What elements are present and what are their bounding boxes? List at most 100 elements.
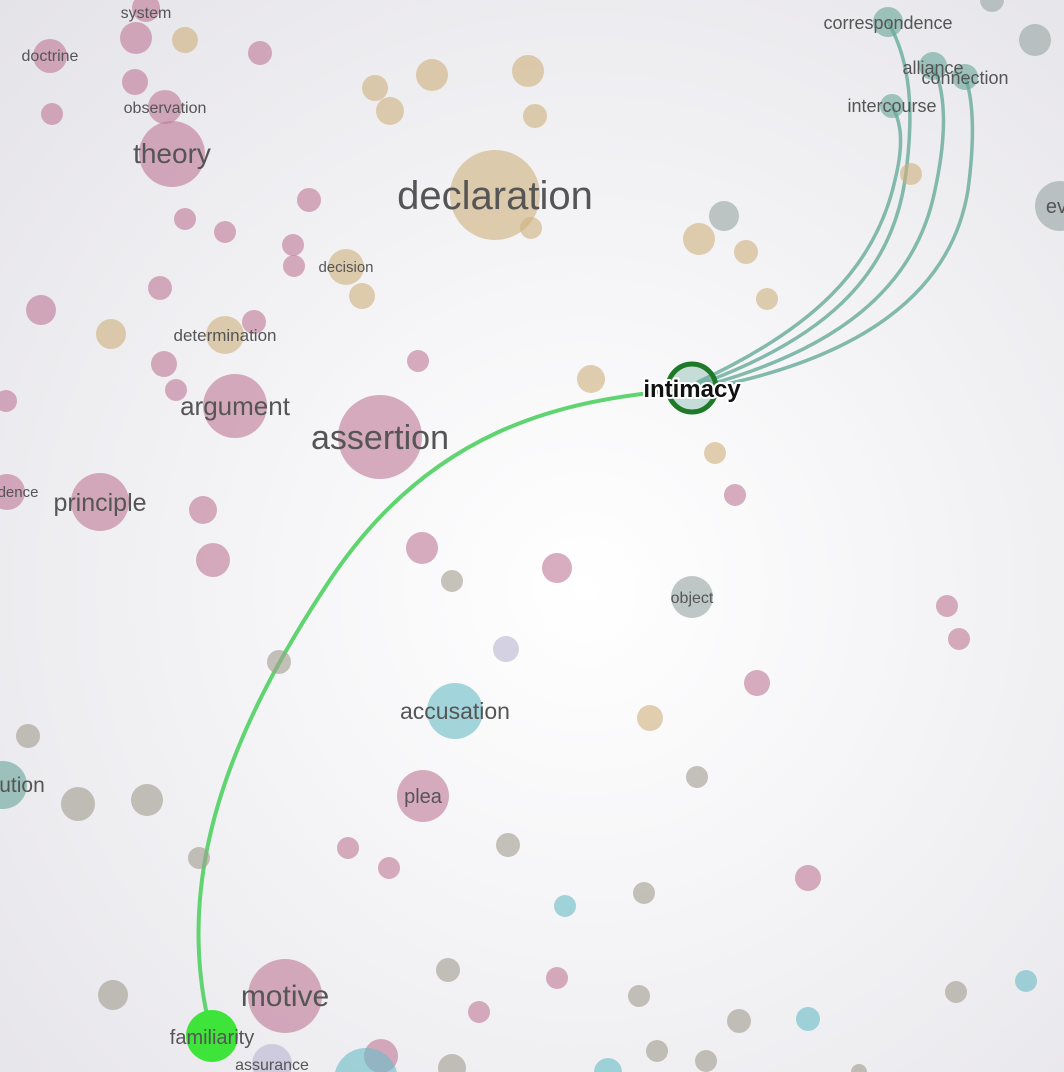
node-argument[interactable] [203,374,267,438]
graph-node[interactable] [26,295,56,325]
graph-node[interactable] [1015,970,1037,992]
node-determination[interactable] [206,316,244,354]
graph-node[interactable] [936,595,958,617]
graph-node[interactable] [349,283,375,309]
graph-node[interactable] [188,847,210,869]
node-system[interactable] [132,0,160,22]
node-correspondence[interactable] [873,7,903,37]
graph-node[interactable] [633,882,655,904]
graph-node[interactable] [297,188,321,212]
graph-node[interactable] [406,532,438,564]
node-assurance[interactable] [252,1044,292,1072]
node-doctrine[interactable] [33,39,67,73]
graph-node[interactable] [214,221,236,243]
node-intercourse[interactable] [880,94,904,118]
graph-node[interactable] [512,55,544,87]
graph-node[interactable] [242,310,266,334]
graph-node[interactable] [122,69,148,95]
graph-node[interactable] [637,705,663,731]
node-eve[interactable] [1035,181,1064,231]
node-plea[interactable] [397,770,449,822]
graph-node[interactable] [727,1009,751,1033]
graph-node[interactable] [438,1054,466,1072]
graph-node[interactable] [436,958,460,982]
edge-intimacy-familiarity [196,388,682,1038]
graph-node[interactable] [945,981,967,1003]
node-dence[interactable] [0,474,25,510]
graph-node[interactable] [148,276,172,300]
graph-node[interactable] [416,59,448,91]
graph-node[interactable] [131,784,163,816]
node-observation[interactable] [148,90,182,124]
graph-node[interactable] [734,240,758,264]
labels-layer: systemdoctrineobservationtheorydeclarati… [0,5,1064,1072]
label-system: system [121,5,172,22]
graph-node[interactable] [542,553,572,583]
graph-node[interactable] [61,787,95,821]
node-familiarity[interactable] [186,1010,238,1062]
graph-node[interactable] [16,724,40,748]
graph-node[interactable] [683,223,715,255]
graph-node[interactable] [900,163,922,185]
node-motive[interactable] [248,959,322,1033]
graph-node[interactable] [174,208,196,230]
node-connection[interactable] [952,64,978,90]
graph-node[interactable] [686,766,708,788]
graph-node[interactable] [468,1001,490,1023]
graph-node[interactable] [594,1058,622,1072]
graph-node[interactable] [96,319,126,349]
graph-node[interactable] [165,379,187,401]
graph-node[interactable] [496,833,520,857]
graph-node[interactable] [378,857,400,879]
graph-node[interactable] [554,895,576,917]
graph-node[interactable] [646,1040,668,1062]
graph-node[interactable] [120,22,152,54]
graph-node[interactable] [172,27,198,53]
graph-node[interactable] [493,636,519,662]
graph-node[interactable] [196,543,230,577]
node-object[interactable] [671,576,713,618]
graph-node[interactable] [441,570,463,592]
node-declaration[interactable] [450,150,540,240]
graph-node[interactable] [744,670,770,696]
graph-node[interactable] [704,442,726,464]
graph-node[interactable] [980,0,1004,12]
graph-node[interactable] [98,980,128,1010]
node-accusation[interactable] [427,683,483,739]
node-theory[interactable] [139,121,205,187]
graph-node[interactable] [795,865,821,891]
graph-node[interactable] [523,104,547,128]
graph-node[interactable] [41,103,63,125]
graph-node[interactable] [337,837,359,859]
graph-node[interactable] [407,350,429,372]
graph-node[interactable] [248,41,272,65]
graph-node[interactable] [546,967,568,989]
graph-node[interactable] [724,484,746,506]
node-intimacy[interactable] [665,361,719,415]
graph-node[interactable] [628,985,650,1007]
graph-node[interactable] [334,1048,398,1072]
graph-node[interactable] [851,1064,867,1072]
graph-node[interactable] [362,75,388,101]
graph-node[interactable] [695,1050,717,1072]
graph-node[interactable] [267,650,291,674]
graph-node[interactable] [376,97,404,125]
edges-layer [196,20,975,1038]
graph-node[interactable] [1019,24,1051,56]
graph-node[interactable] [756,288,778,310]
graph-node[interactable] [577,365,605,393]
node-decision[interactable] [328,249,364,285]
graph-node[interactable] [189,496,217,524]
graph-node[interactable] [948,628,970,650]
graph-node[interactable] [151,351,177,377]
node-ution[interactable] [0,761,27,809]
graph-node[interactable] [796,1007,820,1031]
graph-node[interactable] [283,255,305,277]
graph-node[interactable] [282,234,304,256]
node-principle[interactable] [71,473,129,531]
node-alliance[interactable] [919,52,947,80]
graph-node[interactable] [709,201,739,231]
graph-node[interactable] [0,390,17,412]
node-assertion[interactable] [338,395,422,479]
